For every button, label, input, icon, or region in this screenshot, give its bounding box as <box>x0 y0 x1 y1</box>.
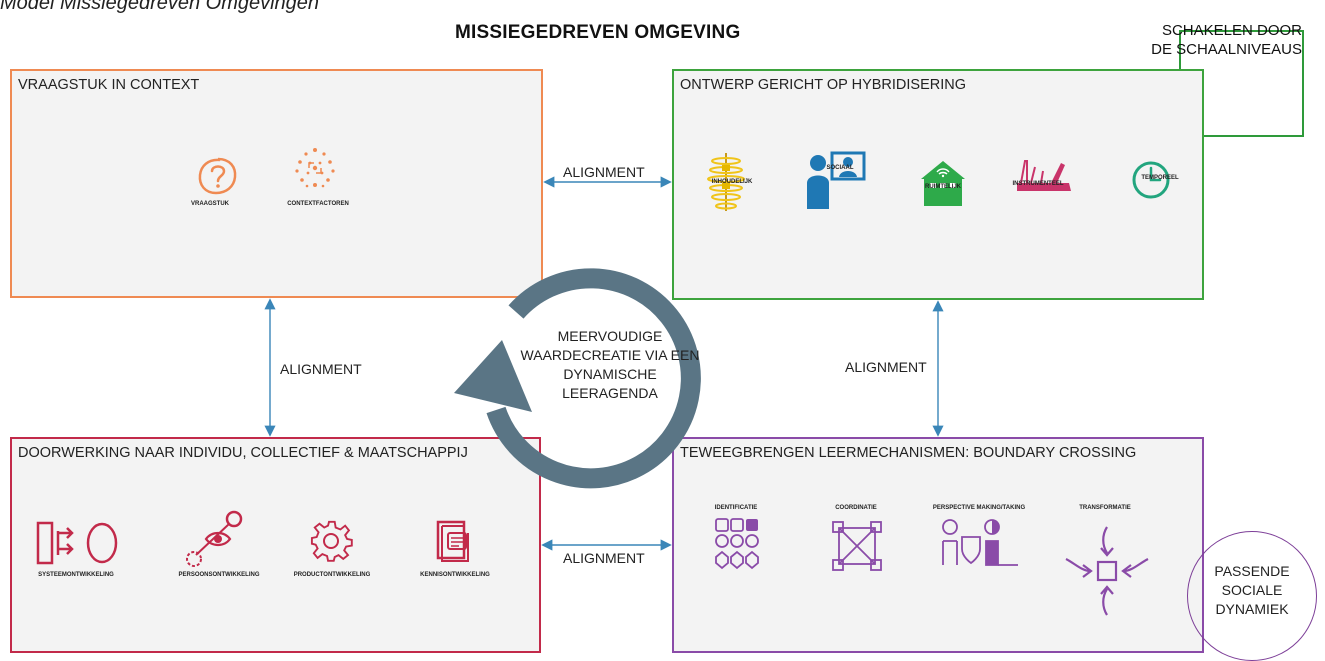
clock-icon <box>1132 161 1170 199</box>
panel-title: VRAAGSTUK IN CONTEXT <box>18 77 200 93</box>
icon-label-inhoudelijk: INHOUDELIJK <box>711 179 753 185</box>
eye-connection-icon <box>186 510 243 567</box>
system-arrow-icon <box>36 521 118 565</box>
icon-label-perspective: PERSPECTIVE MAKING/TAKING <box>932 505 1026 511</box>
icon-label-ruimtelijk: RUIMTELIJK <box>925 184 961 190</box>
icon-label-coordinatie: COORDINATIE <box>835 505 877 511</box>
icon-label-transformatie: TRANSFORMATIE <box>1079 505 1131 511</box>
document-icon <box>436 520 469 562</box>
panel-doorwerking: DOORWERKING NAAR INDIVIDU, COLLECTIEF & … <box>10 437 541 653</box>
icon-label-vraagstuk: VRAAGSTUK <box>190 201 230 207</box>
cycle-text: MEERVOUDIGE WAARDECREATIE VIA EEN DYNAMI… <box>520 328 700 401</box>
converging-arrows-icon <box>1065 526 1149 616</box>
icon-label-instrumenteel: INSTRUMENTEEL <box>1012 181 1064 187</box>
dna-coil-icon <box>707 153 745 211</box>
alignment-label-bottom: ALIGNMENT <box>563 550 645 566</box>
alignment-label-right: ALIGNMENT <box>845 359 927 375</box>
perspective-people-icon <box>942 519 1018 566</box>
gear-icon <box>310 520 353 562</box>
multitool-icon <box>1017 160 1071 191</box>
social-dynamics-text: PASSENDE SOCIALE DYNAMIEK <box>1214 563 1290 617</box>
scale-levels-note: SCHAKELEN DOOR DE SCHAALNIVEAUS <box>1151 22 1302 58</box>
icon-label-persoonsontwikkeling: PERSOONSONTWIKKELING <box>178 572 260 578</box>
icon-label-temporeel: TEMPOREEL <box>1141 175 1179 181</box>
figure-caption: Model Missiegedreven Omgevingen <box>0 0 320 14</box>
icon-label-identificatie: IDENTIFICATIE <box>714 505 758 511</box>
panel-vraagstuk-in-context: VRAAGSTUK IN CONTEXT VRAAGSTUK CONTEXTFA… <box>10 69 543 298</box>
icon-label-productontwikkeling: PRODUCTONTWIKKELING <box>293 572 371 578</box>
panel-title: DOORWERKING NAAR INDIVIDU, COLLECTIEF & … <box>18 445 468 461</box>
panel-title: TEWEEGBRENGEN LEERMECHANISMEN: BOUNDARY … <box>680 445 1137 461</box>
network-square-icon <box>832 521 882 571</box>
building-wifi-icon <box>921 161 965 206</box>
shapes-grid-icon <box>715 518 759 570</box>
icon-label-sociaal: SOCIAAL <box>826 165 854 171</box>
scatter-dots-icon <box>295 148 335 188</box>
alignment-label-top: ALIGNMENT <box>563 164 645 180</box>
panel-teweegbrengen: TEWEEGBRENGEN LEERMECHANISMEN: BOUNDARY … <box>672 437 1204 653</box>
people-screen-icon <box>807 151 866 209</box>
alignment-label-left: ALIGNMENT <box>280 361 362 377</box>
icon-label-contextfactoren: CONTEXTFACTOREN <box>287 201 349 207</box>
panel-title: ONTWERP GERICHT OP HYBRIDISERING <box>680 77 967 93</box>
icon-label-systeemontwikkeling: SYSTEEMONTWIKKELING <box>38 572 114 578</box>
icon-label-kennisontwikkeling: KENNISONTWIKKELING <box>420 572 490 578</box>
main-title: MISSIEGEDREVEN OMGEVING <box>455 22 741 43</box>
question-circle-icon <box>198 157 237 195</box>
panel-ontwerp-hybridisering: ONTWERP GERICHT OP HYBRIDISERING INHOUDE… <box>672 69 1204 300</box>
